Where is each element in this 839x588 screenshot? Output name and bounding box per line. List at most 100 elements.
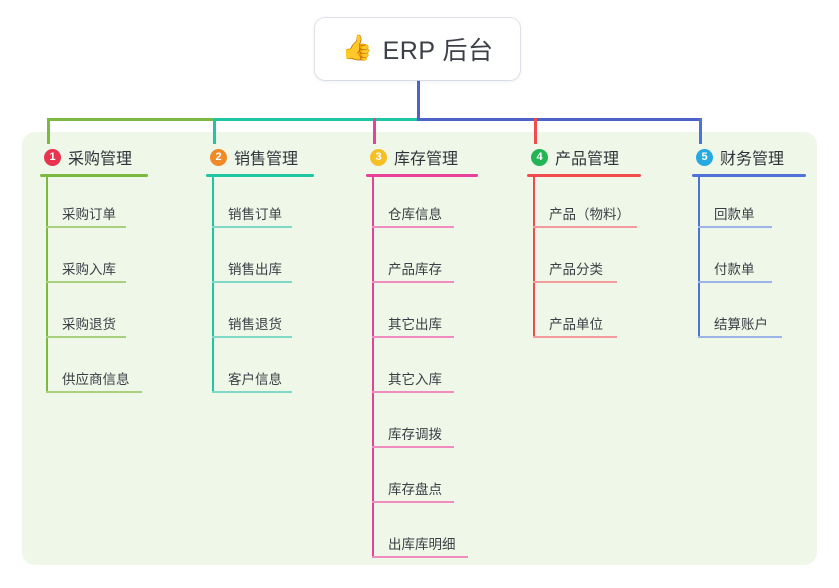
leaf-label: 采购退货 (62, 317, 116, 332)
leaf-label: 销售出库 (228, 262, 282, 277)
leaf-node[interactable]: 其它出库 (366, 287, 478, 342)
branch-leaves-1: 采购订单采购入库采购退货供应商信息 (40, 177, 148, 397)
leaf-underline (212, 281, 292, 283)
leaf-underline (533, 226, 637, 228)
branch-title-1: 采购管理 (68, 151, 133, 168)
leaf-underline (698, 336, 782, 338)
leaf-label: 其它出库 (388, 317, 442, 332)
leaf-node[interactable]: 销售订单 (206, 177, 314, 232)
leaf-underline (372, 446, 454, 448)
branch-spine-1 (46, 177, 48, 393)
leaf-node[interactable]: 产品（物料） (527, 177, 641, 232)
leaf-label: 产品单位 (549, 317, 603, 332)
branch-leaves-3: 仓库信息产品库存其它出库其它入库库存调拨库存盘点出库库明细 (366, 177, 478, 562)
branch-column-5: 5 财务管理回款单付款单结算账户 (692, 144, 806, 342)
leaf-underline (46, 336, 126, 338)
leaf-label: 供应商信息 (62, 372, 130, 387)
leaf-node[interactable]: 仓库信息 (366, 177, 478, 232)
branch-spine-2 (212, 177, 214, 393)
leaf-node[interactable]: 库存盘点 (366, 452, 478, 507)
leaf-node[interactable]: 其它入库 (366, 342, 478, 397)
bus-segment-mid (213, 118, 420, 121)
leaf-label: 销售订单 (228, 207, 282, 222)
root-title: ERP 后台 (382, 37, 494, 65)
branch-column-4: 4 产品管理产品（物料） 产品分类产品单位 (527, 144, 641, 342)
branch-badge-1: 1 (44, 148, 61, 166)
leaf-node[interactable]: 结算账户 (692, 287, 806, 342)
branch-title-4: 产品管理 (555, 151, 620, 168)
leaf-node[interactable]: 采购退货 (40, 287, 148, 342)
branch-badge-4: 4 (531, 148, 548, 166)
branch-spine-4 (533, 177, 535, 338)
branch-column-1: 1 采购管理采购订单采购入库采购退货供应商信息 (40, 144, 148, 397)
leaf-underline (372, 336, 454, 338)
leaf-underline (372, 391, 454, 393)
leaf-underline (698, 226, 772, 228)
branch-underline-4 (527, 174, 641, 177)
leaf-node[interactable]: 产品分类 (527, 232, 641, 287)
leaf-underline (372, 281, 454, 283)
leaf-label: 库存调拨 (388, 427, 442, 442)
branch-underline-2 (206, 174, 314, 177)
leaf-underline (212, 391, 292, 393)
branch-header-5[interactable]: 5 财务管理 (692, 144, 806, 170)
leaf-label: 销售退货 (228, 317, 282, 332)
leaf-node[interactable]: 采购入库 (40, 232, 148, 287)
branch-column-3: 3 库存管理仓库信息产品库存其它出库其它入库库存调拨库存盘点出库库明细 (366, 144, 478, 562)
leaf-label: 其它入库 (388, 372, 442, 387)
leaf-node[interactable]: 付款单 (692, 232, 806, 287)
trunk-line (417, 80, 420, 121)
leaf-label: 采购入库 (62, 262, 116, 277)
leaf-underline (212, 336, 292, 338)
leaf-node[interactable]: 销售退货 (206, 287, 314, 342)
leaf-label: 产品（物料） (549, 207, 630, 222)
leaf-label: 产品分类 (549, 262, 603, 277)
bus-segment-right (417, 118, 702, 121)
branch-header-1[interactable]: 1 采购管理 (40, 144, 148, 170)
leaf-node[interactable]: 客户信息 (206, 342, 314, 397)
leaf-label: 出库库明细 (388, 537, 456, 552)
leaf-underline (46, 391, 142, 393)
branch-stub-4 (534, 118, 537, 144)
branch-header-3[interactable]: 3 库存管理 (366, 144, 478, 170)
branch-spine-5 (698, 177, 700, 338)
branch-leaves-2: 销售订单销售出库销售退货客户信息 (206, 177, 314, 397)
leaf-node[interactable]: 回款单 (692, 177, 806, 232)
bus-segment-left (47, 118, 216, 121)
branch-underline-5 (692, 174, 806, 177)
root-node[interactable]: 👍 ERP 后台 (315, 18, 520, 80)
leaf-label: 客户信息 (228, 372, 282, 387)
leaf-underline (533, 336, 617, 338)
leaf-underline (372, 556, 468, 558)
leaf-label: 回款单 (714, 207, 755, 222)
leaf-node[interactable]: 供应商信息 (40, 342, 148, 397)
branch-leaves-4: 产品（物料） 产品分类产品单位 (527, 177, 641, 342)
leaf-underline (533, 281, 617, 283)
thumbs-up-emoji: 👍 (341, 33, 373, 62)
leaf-node[interactable]: 销售出库 (206, 232, 314, 287)
leaf-node[interactable]: 采购订单 (40, 177, 148, 232)
leaf-node[interactable]: 库存调拨 (366, 397, 478, 452)
branch-badge-3: 3 (370, 148, 387, 166)
branch-header-4[interactable]: 4 产品管理 (527, 144, 641, 170)
branch-badge-2: 2 (210, 148, 227, 166)
branch-title-5: 财务管理 (720, 151, 785, 168)
branch-stub-2 (213, 118, 216, 144)
leaf-node[interactable]: 产品库存 (366, 232, 478, 287)
branch-title-3: 库存管理 (394, 151, 459, 168)
leaf-label: 库存盘点 (388, 482, 442, 497)
leaf-label: 付款单 (714, 262, 755, 277)
leaf-label: 产品库存 (388, 262, 442, 277)
branch-badge-5: 5 (696, 148, 713, 166)
leaf-underline (46, 281, 126, 283)
leaf-underline (372, 226, 454, 228)
diagram-panel (22, 132, 817, 565)
leaf-underline (698, 281, 772, 283)
leaf-node[interactable]: 出库库明细 (366, 507, 478, 562)
leaf-label: 结算账户 (714, 317, 768, 332)
branch-stub-1 (47, 118, 50, 144)
leaf-node[interactable]: 产品单位 (527, 287, 641, 342)
leaf-underline (372, 501, 454, 503)
